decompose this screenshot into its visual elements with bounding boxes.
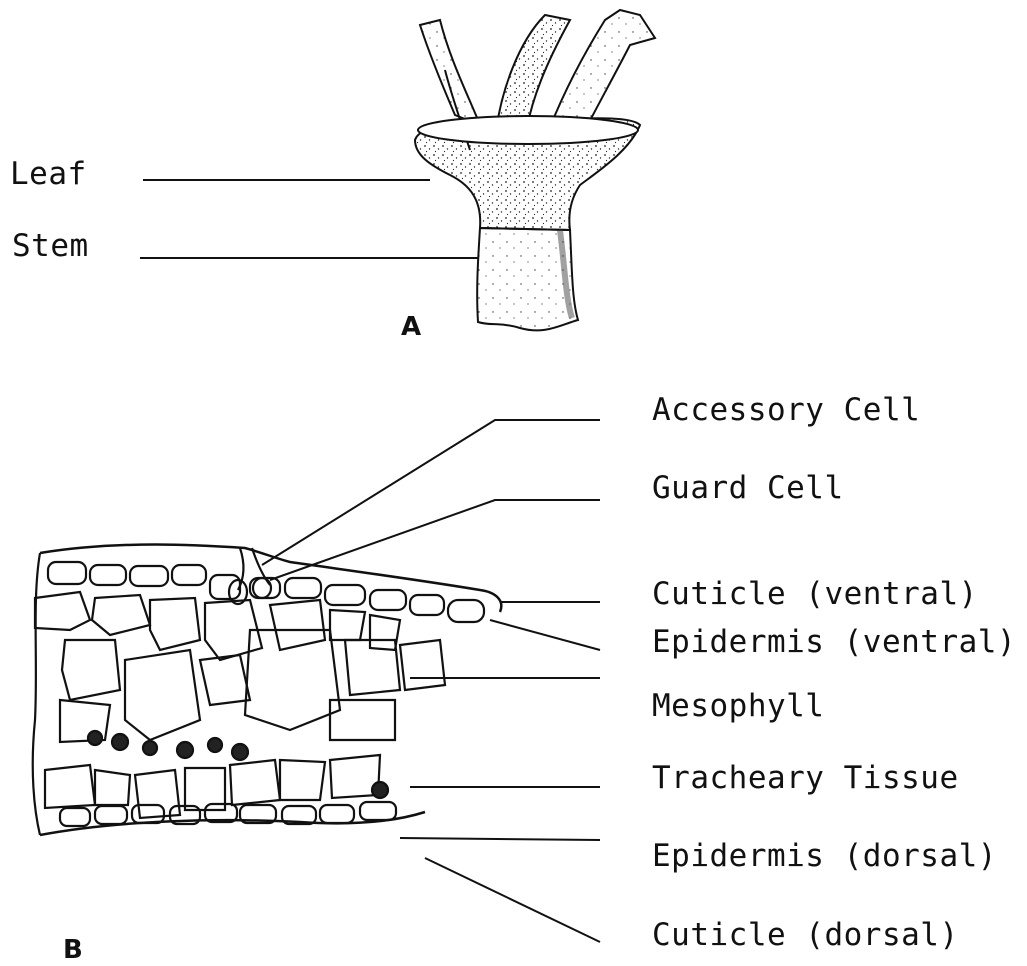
accessory-cell-leader-line	[262, 420, 600, 565]
epidermis-ventral-leader-line	[490, 620, 600, 650]
mesophyll-label: Mesophyll	[652, 688, 824, 724]
ventral-epidermis-cells	[48, 562, 484, 622]
stem-label: Stem	[12, 228, 89, 264]
figure-a-plant-drawing	[415, 10, 655, 330]
epidermis-dorsal-leader-line	[400, 838, 600, 840]
figure-b-leader-lines	[262, 420, 600, 942]
epidermis-dorsal-label: Epidermis (dorsal)	[652, 838, 997, 874]
figure-a-panel-label: A	[401, 312, 421, 342]
guard-cell-leader-line	[270, 500, 600, 580]
accessory-cell-label: Accessory Cell	[652, 392, 920, 428]
epidermis-ventral-label: Epidermis (ventral)	[652, 624, 1016, 660]
figure-b-panel-label: B	[63, 935, 83, 965]
figure-a-leader-lines	[140, 180, 478, 258]
cuticle-dorsal-leader-line	[425, 858, 600, 942]
cuticle-dorsal-label: Cuticle (dorsal)	[652, 917, 959, 953]
tracheary-tissue-label: Tracheary Tissue	[652, 760, 959, 796]
figure-b-cross-section	[33, 545, 502, 836]
dorsal-epidermis-cells	[60, 802, 396, 826]
cuticle-ventral-label: Cuticle (ventral)	[652, 576, 978, 612]
guard-cell-label: Guard Cell	[652, 470, 844, 506]
leaf-label: Leaf	[10, 156, 87, 192]
